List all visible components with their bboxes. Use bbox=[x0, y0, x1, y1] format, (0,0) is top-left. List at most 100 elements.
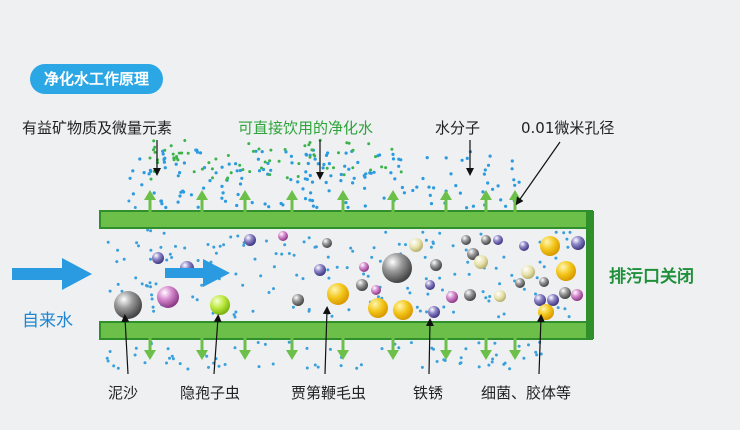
water-molecule-dot bbox=[481, 290, 485, 294]
particle bbox=[571, 236, 585, 250]
mineral-dot bbox=[283, 148, 287, 151]
water-molecule-dot bbox=[154, 282, 158, 286]
pointer-line bbox=[322, 306, 331, 375]
water-molecule-dot bbox=[562, 231, 566, 235]
water-molecule-dot bbox=[454, 184, 458, 188]
water-molecule-dot bbox=[508, 367, 512, 371]
particle bbox=[446, 291, 458, 303]
water-molecule-dot bbox=[151, 305, 155, 309]
water-molecule-dot bbox=[423, 255, 427, 259]
water-molecule-dot bbox=[399, 158, 403, 162]
water-molecule-dot bbox=[274, 252, 278, 256]
water-molecule-dot bbox=[115, 260, 119, 264]
water-molecule-dot bbox=[324, 180, 328, 185]
mineral-dot bbox=[152, 148, 155, 152]
mineral-dot bbox=[345, 141, 349, 145]
water-molecule-dot bbox=[538, 260, 542, 264]
water-molecule-dot bbox=[168, 252, 172, 256]
water-molecule-dot bbox=[483, 168, 487, 172]
water-molecule-dot bbox=[429, 202, 434, 206]
mineral-dot bbox=[308, 141, 312, 144]
water-molecule-dot bbox=[140, 282, 144, 286]
water-molecule-dot bbox=[464, 248, 468, 252]
water-molecule-dot bbox=[236, 192, 240, 197]
water-molecule-dot bbox=[486, 163, 491, 167]
mineral-dot bbox=[325, 166, 329, 170]
water-molecule-dot bbox=[409, 341, 413, 345]
particle bbox=[559, 287, 571, 299]
water-molecule-dot bbox=[310, 199, 315, 203]
mineral-dot bbox=[369, 168, 373, 172]
mineral-dot bbox=[268, 159, 272, 163]
water-molecule-dot bbox=[442, 305, 446, 309]
water-molecule-dot bbox=[359, 363, 363, 367]
particle bbox=[425, 280, 435, 290]
water-molecule-dot bbox=[502, 255, 506, 259]
water-molecule-dot bbox=[393, 177, 397, 181]
water-molecule-dot bbox=[491, 187, 495, 191]
mineral-dot bbox=[152, 169, 156, 173]
particle bbox=[571, 289, 583, 301]
water-molecule-dot bbox=[486, 181, 490, 185]
mineral-dot bbox=[225, 178, 229, 182]
water-molecule-dot bbox=[303, 197, 308, 201]
water-molecule-dot bbox=[420, 365, 424, 369]
water-molecule-dot bbox=[135, 241, 139, 245]
water-molecule-dot bbox=[263, 342, 267, 346]
water-molecule-dot bbox=[425, 310, 428, 314]
mineral-dot bbox=[153, 150, 157, 154]
water-molecule-dot bbox=[326, 268, 330, 272]
permeate-arrowhead-down bbox=[337, 350, 349, 360]
water-molecule-dot bbox=[162, 231, 166, 235]
particle bbox=[521, 265, 535, 279]
permeate-arrowhead-up bbox=[239, 190, 251, 200]
mineral-dot bbox=[163, 148, 167, 152]
mineral-dot bbox=[374, 155, 377, 159]
permeate-arrowhead-down bbox=[196, 350, 208, 360]
inflow-arrow-inner bbox=[165, 259, 230, 287]
water-molecule-dot bbox=[464, 347, 468, 351]
water-molecule-dot bbox=[513, 183, 517, 187]
water-molecule-dot bbox=[168, 356, 171, 360]
particle bbox=[327, 283, 349, 305]
water-molecule-dot bbox=[527, 343, 530, 347]
water-molecule-dot bbox=[236, 234, 240, 238]
water-molecule-dot bbox=[232, 313, 236, 317]
particle bbox=[322, 238, 332, 248]
water-molecule-dot bbox=[149, 285, 152, 289]
water-molecule-dot bbox=[134, 346, 138, 350]
mineral-dot bbox=[186, 151, 190, 155]
water-molecule-dot bbox=[370, 255, 374, 259]
water-molecule-dot bbox=[146, 228, 150, 232]
water-molecule-dot bbox=[280, 252, 284, 256]
mineral-dot bbox=[226, 154, 230, 157]
mineral-dot bbox=[183, 139, 187, 142]
water-molecule-dot bbox=[260, 150, 264, 154]
water-molecule-dot bbox=[481, 190, 485, 194]
water-molecule-dot bbox=[499, 198, 503, 202]
mineral-dot bbox=[384, 166, 388, 170]
water-molecule-dot bbox=[240, 176, 244, 180]
water-molecule-dot bbox=[165, 361, 168, 365]
water-molecule-dot bbox=[493, 341, 497, 345]
water-molecule-dot bbox=[313, 363, 317, 367]
water-molecule-dot bbox=[235, 203, 239, 208]
water-molecule-dot bbox=[191, 295, 195, 299]
water-molecule-dot bbox=[205, 354, 209, 358]
water-molecule-dot bbox=[534, 292, 537, 296]
particle bbox=[540, 236, 560, 256]
water-molecule-dot bbox=[339, 172, 343, 177]
mineral-dot bbox=[251, 149, 255, 153]
water-molecule-dot bbox=[311, 204, 315, 208]
permeate-arrowhead-down bbox=[509, 350, 521, 360]
water-molecule-dot bbox=[241, 283, 245, 287]
water-molecule-dot bbox=[307, 236, 311, 240]
water-molecule-dot bbox=[315, 205, 319, 209]
mineral-dot bbox=[149, 177, 153, 181]
water-molecule-dot bbox=[108, 350, 112, 353]
water-molecule-dot bbox=[196, 259, 200, 262]
mineral-dot bbox=[380, 165, 384, 169]
water-molecule-dot bbox=[269, 168, 273, 172]
water-molecule-dot bbox=[368, 171, 372, 175]
water-molecule-dot bbox=[235, 169, 239, 173]
